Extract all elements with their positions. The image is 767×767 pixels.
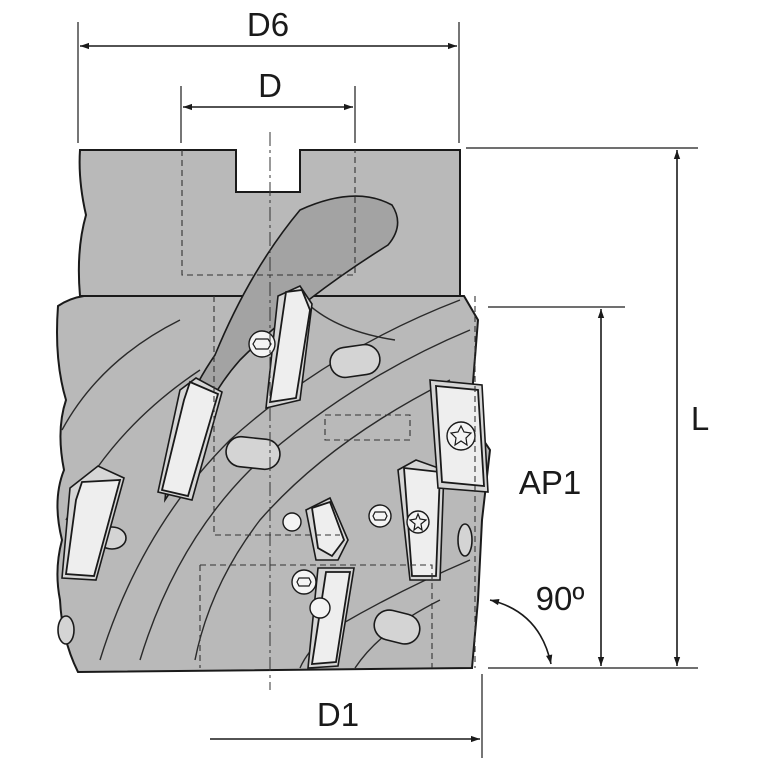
dimension-d: D [180,67,356,143]
coolant-holes [57,343,473,645]
label-d: D [258,67,282,104]
label-l: L [691,400,709,437]
label-d6: D6 [247,6,289,43]
cutter-body [56,149,492,674]
label-ap1: AP1 [519,464,581,501]
label-d1: D1 [317,696,359,733]
inserts [61,284,489,669]
dimension-angle: 90º [489,580,585,665]
dimension-d6: D6 [77,6,460,143]
hidden-lines [181,150,476,668]
torx-screw-icon [248,330,476,619]
dimension-l: L [466,147,709,669]
dimension-ap1: AP1 [488,306,625,666]
dimension-d1: D1 [210,674,483,758]
label-angle: 90º [536,580,585,617]
